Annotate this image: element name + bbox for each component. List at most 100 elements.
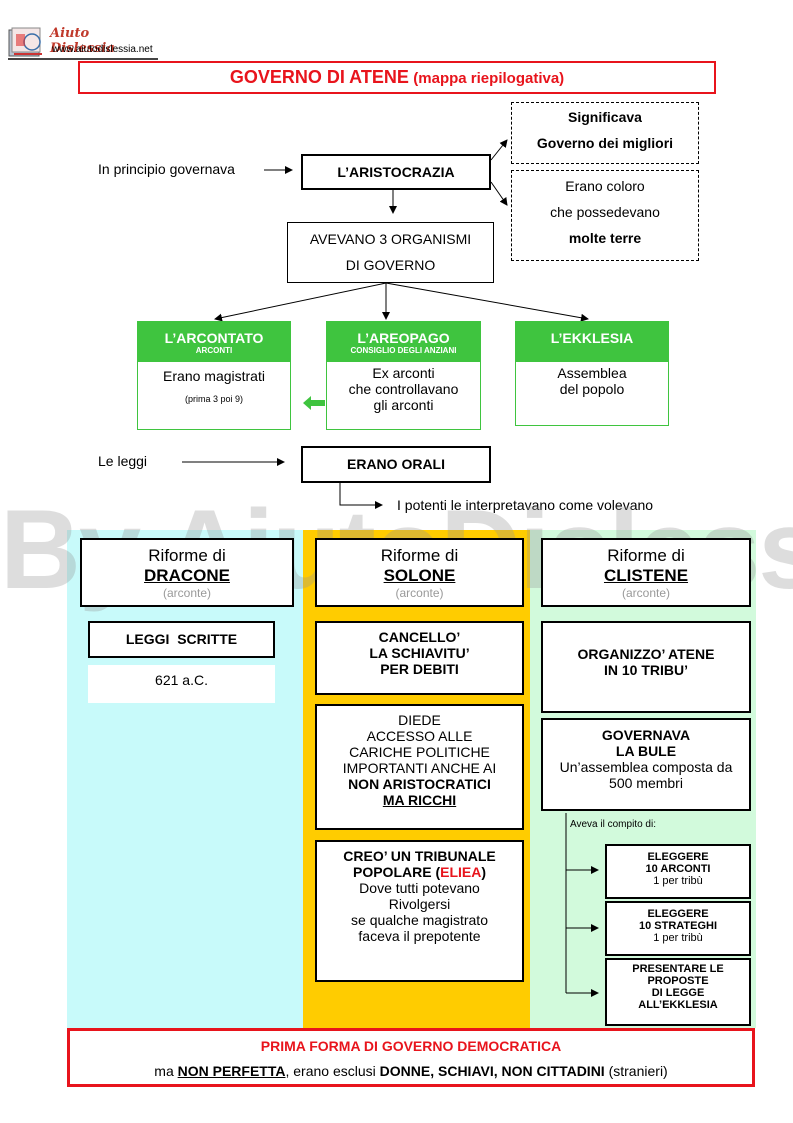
meaning-line1: Significava <box>568 109 642 125</box>
solon-item-1-line1: CANCELLO’ <box>378 629 461 645</box>
solon-item-3-line2: POPOLARE (ELIEA) <box>317 864 522 880</box>
footer-pre: ma <box>154 1063 178 1079</box>
arcontato-subtitle: ARCONTI <box>195 346 233 355</box>
owners-line1: Erano coloro <box>565 178 645 194</box>
owners-line2: che possedevano <box>550 204 660 220</box>
solon-item-3-line5: se qualche magistrato <box>351 912 488 928</box>
cleisthenes-header: Riforme di CLISTENE (arconte) <box>541 538 751 607</box>
areopago-header: L’AREOPAGO CONSIGLIO DEGLI ANZIANI <box>327 322 480 362</box>
footer-excluded: DONNE, SCHIAVI, NON CITTADINI <box>379 1063 605 1079</box>
aristocracy-box: L’ARISTOCRAZIA <box>301 154 491 190</box>
solon-header: Riforme di SOLONE (arconte) <box>315 538 524 607</box>
solon-item-3-line4: Rivolgersi <box>388 896 451 912</box>
draco-label: Riforme di <box>148 546 226 565</box>
task-1-line2: 10 ARCONTI <box>645 863 711 875</box>
meaning-line2: Governo dei migliori <box>536 135 674 151</box>
solon-item-2-line4: IMPORTANTI ANCHE AI <box>342 760 497 776</box>
cleisthenes-item-2-line2: LA BULE <box>615 743 677 759</box>
draco-laws-box: LEGGI SCRITTE <box>88 621 275 658</box>
footer-not-perfect: NON PERFETTA <box>177 1063 286 1079</box>
ekklesia-desc2: del popolo <box>559 381 625 397</box>
owners-line3: molte terre <box>568 230 642 246</box>
solon-item-3-line3: Dove tutti potevano <box>359 880 480 896</box>
owners-box: Erano coloro che possedevano molte terre <box>511 170 699 261</box>
arcontato-header: L’ARCONTATO ARCONTI <box>138 322 290 362</box>
draco-header: Riforme di DRACONE (arconte) <box>80 538 294 607</box>
solon-label: Riforme di <box>380 546 459 565</box>
footer-box: PRIMA FORMA DI GOVERNO DEMOCRATICA ma NO… <box>67 1028 755 1087</box>
solon-item-2-line3: CARICHE POLITICHE <box>349 744 490 760</box>
header-rule <box>8 58 158 60</box>
task-3: PRESENTARE LE PROPOSTE DI LEGGE ALL’EKKL… <box>605 958 751 1026</box>
cleisthenes-item-2-line4: 500 membri <box>609 775 683 791</box>
solon-role: (arconte) <box>395 586 444 600</box>
solon-item-2-line6: MA RICCHI <box>382 792 457 808</box>
solon-item-3-line2-pre: POPOLARE ( <box>352 864 441 880</box>
organisms-line2: DI GOVERNO <box>345 257 436 273</box>
solon-item-1: CANCELLO’ LA SCHIAVITU’ PER DEBITI <box>315 621 524 695</box>
task-label: Aveva il compito di: <box>570 819 656 830</box>
areopago-desc1: Ex arconti <box>372 365 435 381</box>
arcontato-desc: Erano magistrati <box>163 368 265 384</box>
ekklesia-title: L’EKKLESIA <box>550 330 634 346</box>
task-3-line2: PROPOSTE <box>647 975 709 987</box>
draco-role: (arconte) <box>162 586 212 600</box>
logo-text: Aiuto Dislessia <box>50 26 115 56</box>
task-1: ELEGGERE 10 ARCONTI 1 per tribù <box>605 844 751 899</box>
cleisthenes-item-1: ORGANIZZO’ ATENE IN 10 TRIBU’ <box>541 621 751 713</box>
footer-line2: ma NON PERFETTA, erano esclusi DONNE, SC… <box>70 1063 752 1079</box>
solon-item-1-line3: PER DEBITI <box>380 661 459 677</box>
site-url: www.aiutodislessia.net <box>52 44 153 55</box>
solon-item-2-line5: NON ARISTOCRATICI <box>348 776 491 792</box>
solon-item-3-line6: faceva il prepotente <box>358 928 481 944</box>
arcontato-note: (prima 3 poi 9) <box>184 394 244 404</box>
task-3-line1: PRESENTARE LE <box>632 963 724 975</box>
organism-areopago: L’AREOPAGO CONSIGLIO DEGLI ANZIANI Ex ar… <box>326 321 481 430</box>
organisms-line1: AVEVANO 3 ORGANISMI <box>309 231 472 247</box>
draco-date-box: 621 a.C. <box>88 665 275 703</box>
solon-item-1-line2: LA SCHIAVITU’ <box>369 645 470 661</box>
laws-box: ERANO ORALI <box>301 446 491 483</box>
task-2-line3: 1 per tribù <box>653 932 703 944</box>
title-main: GOVERNO DI ATENE <box>229 67 409 87</box>
cleisthenes-item-1-line1: ORGANIZZO’ ATENE <box>577 646 715 662</box>
organism-arcontato: L’ARCONTATO ARCONTI Erano magistrati (pr… <box>137 321 291 430</box>
ekklesia-header: L’EKKLESIA <box>516 322 668 362</box>
cleisthenes-name: CLISTENE <box>603 566 689 585</box>
solon-item-3-line2-post: ) <box>481 864 487 880</box>
eliea-term: ELIEA <box>440 864 482 880</box>
areopago-title: L’AREOPAGO <box>357 330 450 346</box>
task-2-line2: 10 STRATEGHI <box>638 920 718 932</box>
title-box: GOVERNO DI ATENE (mappa riepilogativa) <box>78 61 716 94</box>
solon-name: SOLONE <box>383 566 456 585</box>
task-1-line3: 1 per tribù <box>653 875 703 887</box>
organism-ekklesia: L’EKKLESIA Assemblea del popolo <box>515 321 669 426</box>
organisms-box: AVEVANO 3 ORGANISMI DI GOVERNO <box>287 222 494 283</box>
site-logo: Aiuto Dislessia www.aiutodislessia.net <box>8 26 158 60</box>
footer-line1: PRIMA FORMA DI GOVERNO DEMOCRATICA <box>260 1038 562 1054</box>
laws-note: I potenti le interpretavano come volevan… <box>397 497 654 513</box>
task-3-line3: DI LEGGE <box>651 987 705 999</box>
aristocracy-label: L’ARISTOCRAZIA <box>337 164 455 180</box>
footer-post: (stranieri) <box>604 1063 668 1079</box>
laws-intro: Le leggi <box>98 453 148 469</box>
solon-item-2-line1: DIEDE <box>398 712 441 728</box>
solon-item-3-line1: CREO’ UN TRIBUNALE <box>343 848 496 864</box>
ekklesia-desc1: Assemblea <box>557 365 627 381</box>
areopago-subtitle: CONSIGLIO DEGLI ANZIANI <box>350 346 457 355</box>
draco-date: 621 a.C. <box>155 672 208 688</box>
task-2-line1: ELEGGERE <box>647 908 709 920</box>
cleisthenes-item-2: GOVERNAVA LA BULE Un’assemblea composta … <box>541 718 751 811</box>
draco-laws: LEGGI SCRITTE <box>125 631 238 647</box>
areopago-desc3: gli arconti <box>373 397 434 413</box>
draco-name: DRACONE <box>144 566 230 585</box>
cleisthenes-item-1-line2: IN 10 TRIBU’ <box>603 662 688 678</box>
meaning-box: Significava Governo dei migliori <box>511 102 699 164</box>
arcontato-title: L’ARCONTATO <box>164 330 264 346</box>
logo-book-icon <box>8 26 46 58</box>
draco-column-bg <box>67 530 303 1028</box>
title-sub: (mappa riepilogativa) <box>413 70 565 87</box>
cleisthenes-role: (arconte) <box>621 586 671 600</box>
